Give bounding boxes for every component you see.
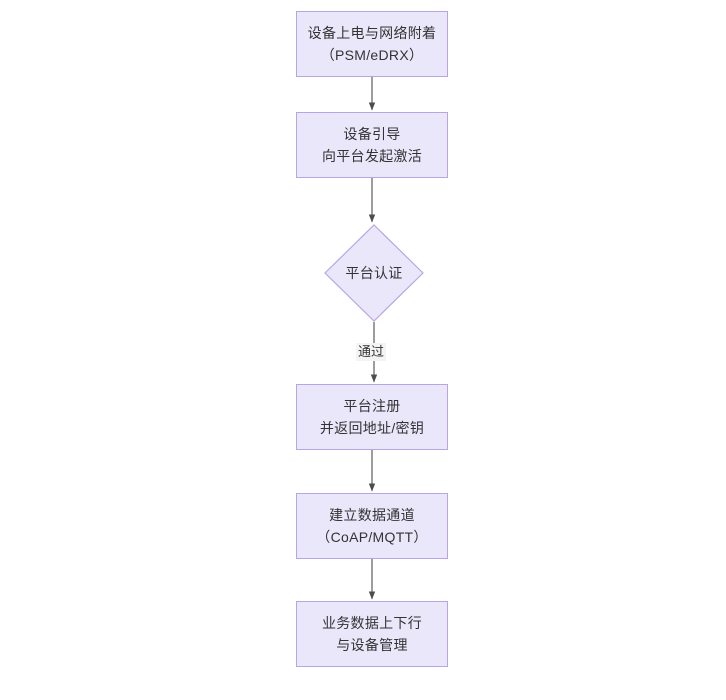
node-line: 向平台发起激活 [321,148,423,164]
node-line: 并返回地址/密钥 [319,420,425,436]
node-line: （PSM/eDRX） [320,47,424,63]
node-line: 与设备管理 [336,637,408,653]
node-platform-authentication[interactable]: 平台认证 [324,224,424,322]
node-line: 建立数据通道 [329,507,415,523]
node-device-bootstrap[interactable]: 设备引导 向平台发起激活 [296,112,448,178]
node-line: 平台注册 [343,398,401,414]
node-line: 设备上电与网络附着 [307,25,437,41]
node-line: （CoAP/MQTT） [316,529,428,545]
node-business-data-and-device-management[interactable]: 业务数据上下行 与设备管理 [296,601,448,667]
node-line: 设备引导 [343,126,401,142]
node-establish-data-channel[interactable]: 建立数据通道 （CoAP/MQTT） [296,493,448,559]
edge-label-pass: 通过 [356,343,387,361]
node-line: 业务数据上下行 [321,615,423,631]
node-device-power-on[interactable]: 设备上电与网络附着 （PSM/eDRX） [296,11,448,77]
diamond-shape [324,224,424,322]
node-platform-registration[interactable]: 平台注册 并返回地址/密钥 [296,384,448,450]
node-line: 平台认证 [345,265,403,281]
